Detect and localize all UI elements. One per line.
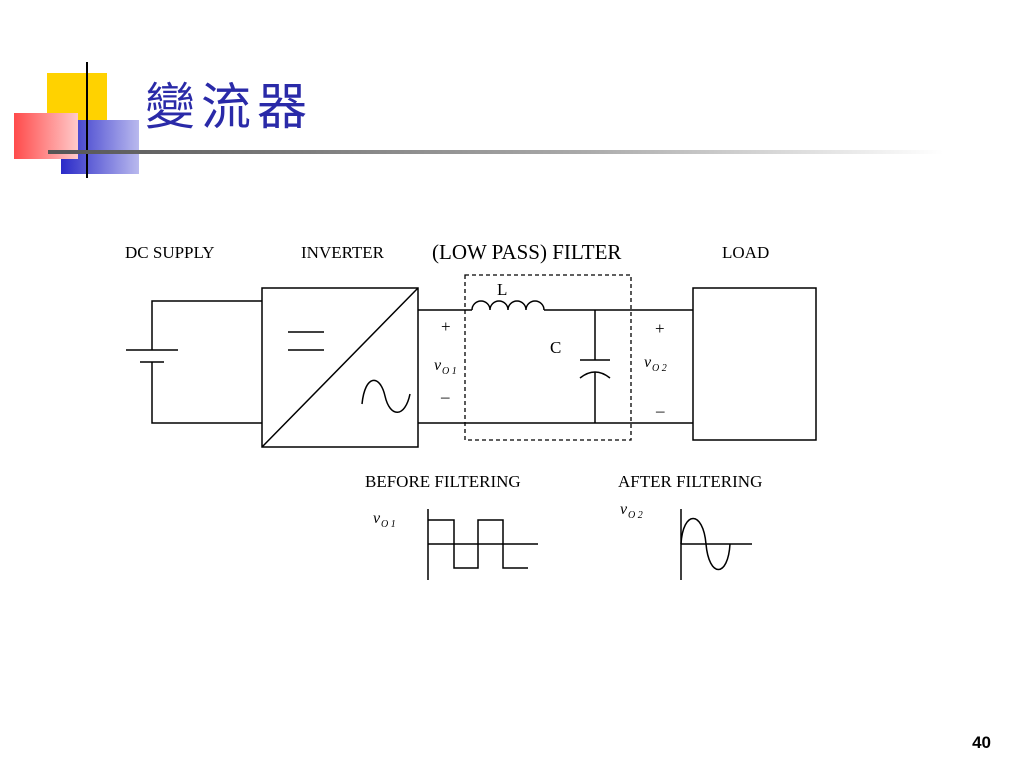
vo1-subscript: O 1 [442,366,457,377]
vo2-minus: – [655,401,665,420]
ac-symbol-sine [361,379,411,413]
load-label: LOAD [722,243,769,262]
vo1-symbol: v [434,357,442,374]
inductor-label: L [497,280,507,299]
after-waveform-symbol: v [620,501,628,518]
before-waveform-symbol: v [373,510,381,527]
sine-wave-trace [680,517,731,571]
dc-supply [126,300,262,424]
vo2-subscript: O 2 [652,363,667,374]
square-wave-plot [427,509,538,580]
dc-supply-label: DC SUPPLY [125,243,214,262]
vo2-symbol: v [644,354,652,371]
capacitor-label: C [550,338,561,357]
inverter-label: INVERTER [301,243,385,262]
vo2-plus: + [655,319,665,338]
corner-decoration [14,62,139,178]
load-block [692,287,817,441]
vo1-minus: – [440,387,450,406]
capacitor [579,310,611,423]
before-waveform-subscript: O 1 [381,519,396,530]
square-wave-trace [428,519,528,569]
filter-dashed-box [464,274,632,441]
vo1-plus: + [441,317,451,336]
inverter-diagonal [261,287,419,448]
page-number: 40 [972,733,991,752]
page-title: 變流器 [145,79,313,135]
after-waveform-subscript: O 2 [628,510,643,521]
after-filtering-label: AFTER FILTERING [618,472,762,491]
sine-wave-plot [680,509,752,580]
before-filtering-label: BEFORE FILTERING [365,472,521,491]
title-rule [48,150,943,154]
filter-label: (LOW PASS) FILTER [432,240,621,264]
inverter-block [261,287,419,448]
inductor-coil [471,300,545,311]
